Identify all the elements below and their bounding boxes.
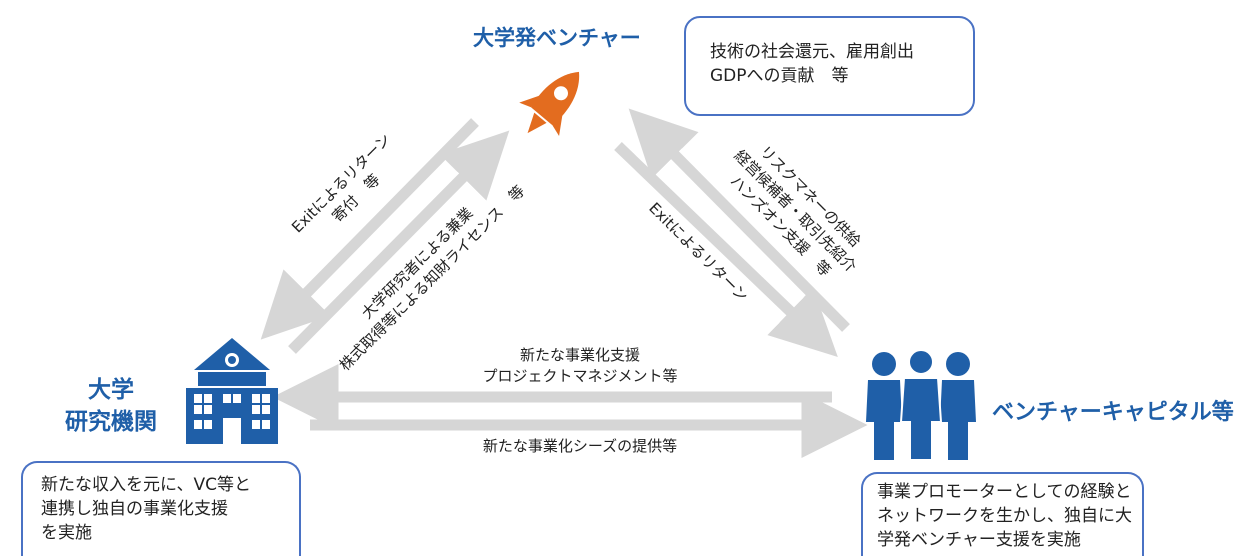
flow-label-university-to-vc-line-1: 新たな事業化シーズの提供等 [482, 437, 678, 455]
university-note-line-3: を実施 [41, 523, 92, 543]
university-note-line-2: 連携し独自の事業化支援 [41, 499, 228, 519]
vc-note-line-1: 事業プロモーターとしての経験と [877, 482, 1132, 502]
university-note-box: 新たな収入を元に、VC等と 連携し独自の事業化支援 を実施 [21, 461, 301, 556]
university-note-line-1: 新たな収入を元に、VC等と [41, 475, 251, 495]
university-title-line-1: 大学 [88, 377, 134, 403]
venture-note-line-1: 技術の社会還元、雇用創出 [710, 42, 914, 62]
vc-note-line-3: 学発ベンチャー支援を実施 [877, 530, 1081, 550]
flow-label-vc-to-university-line-1: 新たな事業化支援 [519, 346, 640, 364]
people-group-icon [866, 350, 976, 461]
venture-title: 大学発ベンチャー [473, 26, 641, 50]
university-title: 大学 研究機関 [36, 374, 186, 438]
vc-note-line-2: ネットワークを生かし、独自に大 [877, 506, 1132, 526]
venture-note-line-2: GDPへの貢献 等 [710, 66, 849, 86]
school-building-icon [186, 338, 278, 444]
flow-label-vc-to-university-line-2: プロジェクトマネジメント等 [482, 367, 678, 385]
flow-label-university-to-vc: 新たな事業化シーズの提供等 [440, 436, 720, 457]
vc-note-box: 事業プロモーターとしての経験と ネットワークを生かし、独自に大 学発ベンチャー支… [861, 472, 1144, 556]
vc-title: ベンチャーキャピタル等 [992, 400, 1234, 425]
rocket-icon [519, 71, 580, 137]
arrow-vc-to-venture [628, 108, 850, 332]
university-title-line-2: 研究機関 [65, 409, 157, 435]
flow-label-vc-to-university: 新たな事業化支援 プロジェクトマネジメント等 [440, 345, 720, 387]
venture-note-box: 技術の社会還元、雇用創出 GDPへの貢献 等 [684, 16, 975, 116]
arrow-university-to-venture [288, 130, 510, 354]
